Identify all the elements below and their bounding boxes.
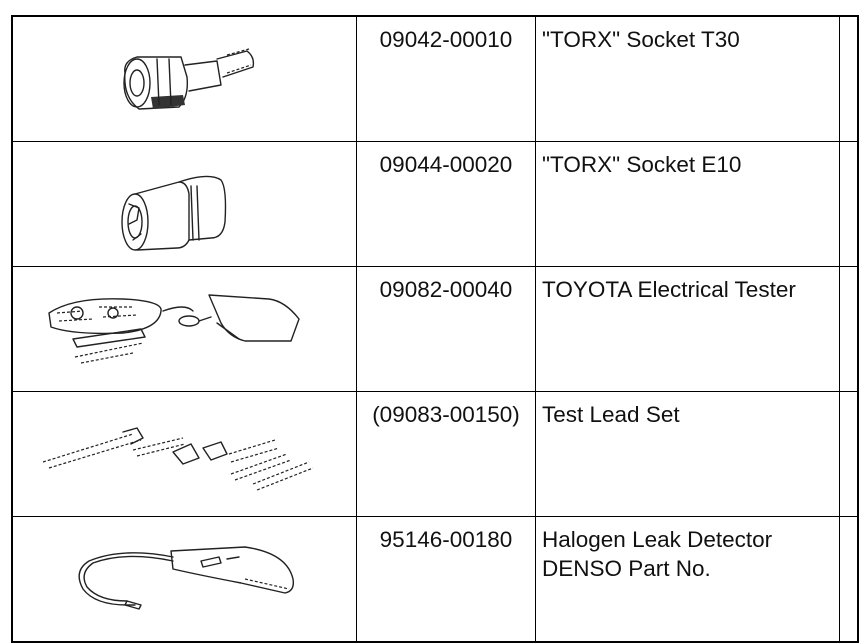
note-cell bbox=[839, 516, 859, 643]
table-row: 09082-00040 TOYOTA Electrical Tester bbox=[11, 266, 859, 392]
part-number: 09042-00010 bbox=[356, 15, 536, 142]
test-lead-set-icon bbox=[42, 427, 314, 491]
tool-name-line: "TORX" Socket T30 bbox=[542, 27, 740, 52]
special-tools-table: 09042-00010 "TORX" Socket T30 09044-0002… bbox=[11, 15, 859, 643]
tool-name-line: DENSO Part No. bbox=[542, 556, 711, 581]
tool-name: Test Lead Set bbox=[535, 391, 840, 517]
tool-name: "TORX" Socket T30 bbox=[535, 15, 840, 142]
tool-name-line: Test Lead Set bbox=[542, 402, 680, 427]
note-cell bbox=[839, 391, 859, 517]
tool-illustration-cell bbox=[11, 516, 357, 643]
tool-illustration-cell bbox=[11, 15, 357, 142]
tool-illustration-cell bbox=[11, 391, 357, 517]
electrical-tester-icon bbox=[48, 294, 300, 364]
tool-illustration-cell bbox=[11, 266, 357, 392]
part-number: 95146-00180 bbox=[356, 516, 536, 643]
note-cell bbox=[839, 266, 859, 392]
part-number: (09083-00150) bbox=[356, 391, 536, 517]
tool-name-line: "TORX" Socket E10 bbox=[542, 152, 742, 177]
tool-name-line: TOYOTA Electrical Tester bbox=[542, 277, 796, 302]
note-cell bbox=[839, 141, 859, 267]
tool-illustration-cell bbox=[11, 141, 357, 267]
tool-name-line: Halogen Leak Detector bbox=[542, 527, 773, 552]
torx-socket-e10-icon bbox=[121, 175, 227, 251]
torx-socket-t30-icon bbox=[123, 48, 255, 110]
table-row: 09044-00020 "TORX" Socket E10 bbox=[11, 141, 859, 267]
tool-name: TOYOTA Electrical Tester bbox=[535, 266, 840, 392]
part-number: 09044-00020 bbox=[356, 141, 536, 267]
table-row: 09042-00010 "TORX" Socket T30 bbox=[11, 15, 859, 142]
halogen-leak-detector-icon bbox=[78, 546, 295, 610]
table-row: (09083-00150) Test Lead Set bbox=[11, 391, 859, 517]
part-number: 09082-00040 bbox=[356, 266, 536, 392]
note-cell bbox=[839, 15, 859, 142]
tool-name: "TORX" Socket E10 bbox=[535, 141, 840, 267]
